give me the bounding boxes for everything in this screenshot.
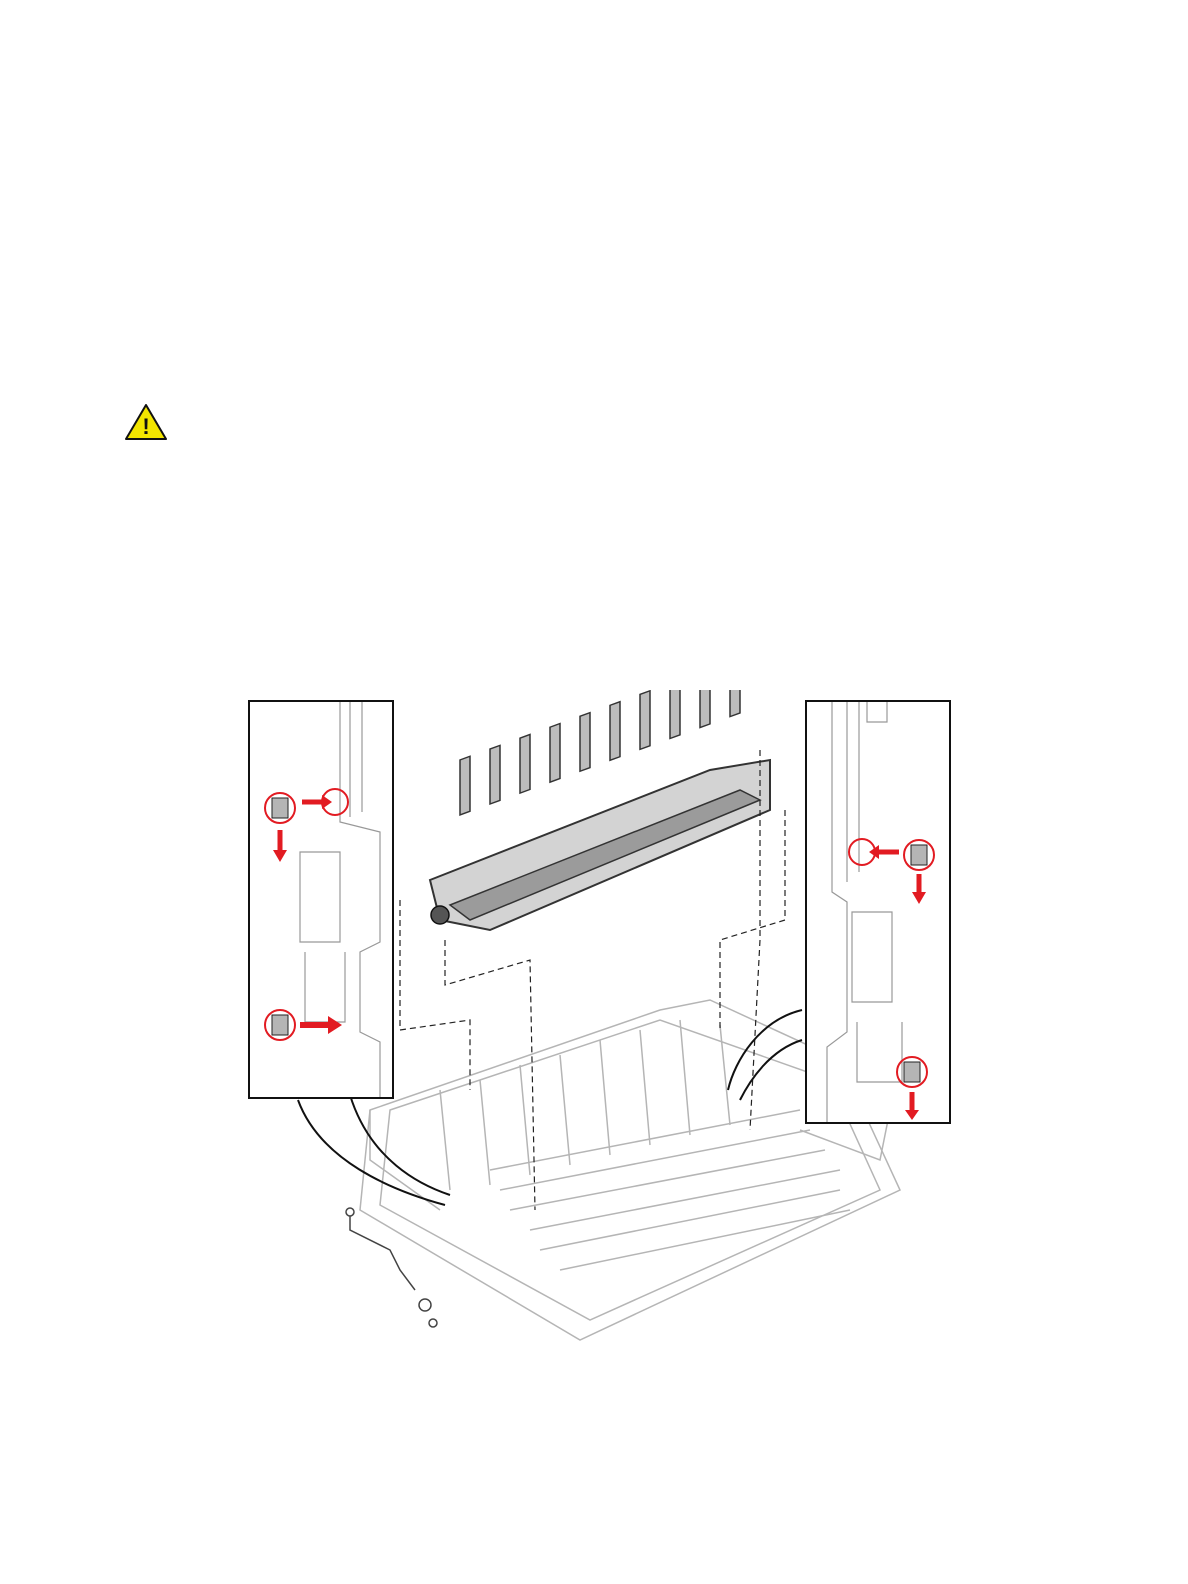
right-callout-box [805,700,951,1124]
fuser-unit [430,690,770,930]
left-latch-detail [250,702,392,1097]
caution-symbol: ! [142,414,149,439]
left-callout-box [248,700,394,1099]
harness-detail [346,1208,437,1327]
right-latch-detail [807,702,949,1122]
fuser-gear-icon [431,906,449,924]
warning-triangle-icon: ! [124,403,168,441]
